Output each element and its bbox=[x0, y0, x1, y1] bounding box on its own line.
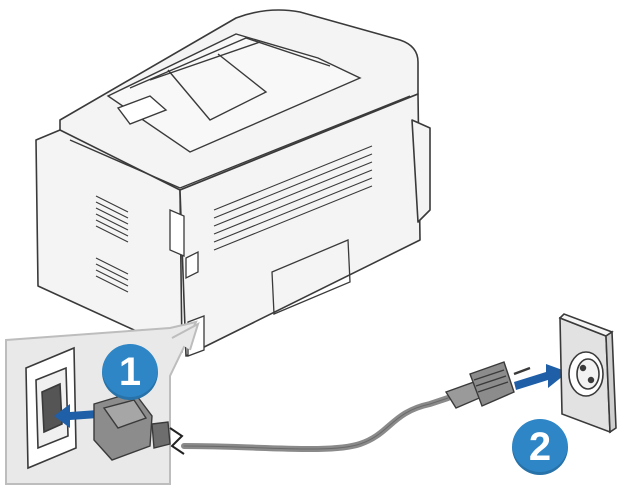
power-cable-outline bbox=[183, 397, 449, 450]
insert-arrow-icon bbox=[514, 364, 568, 390]
printer-front-vents bbox=[95, 195, 129, 293]
printer-side-vents bbox=[213, 145, 373, 251]
power-cable bbox=[181, 395, 451, 453]
wall-outlet-icon bbox=[558, 313, 617, 434]
power-plug-icon bbox=[93, 391, 185, 461]
step-2-badge: 2 bbox=[512, 419, 568, 475]
insert-arrow-icon bbox=[54, 404, 98, 428]
step-1-label: 1 bbox=[118, 349, 142, 394]
printer-paper-tray bbox=[69, 33, 411, 189]
step-1-badge: 1 bbox=[102, 344, 158, 400]
step-2-label: 2 bbox=[528, 424, 552, 469]
wall-plug-icon bbox=[444, 361, 533, 409]
power-inlet-icon bbox=[25, 346, 77, 470]
